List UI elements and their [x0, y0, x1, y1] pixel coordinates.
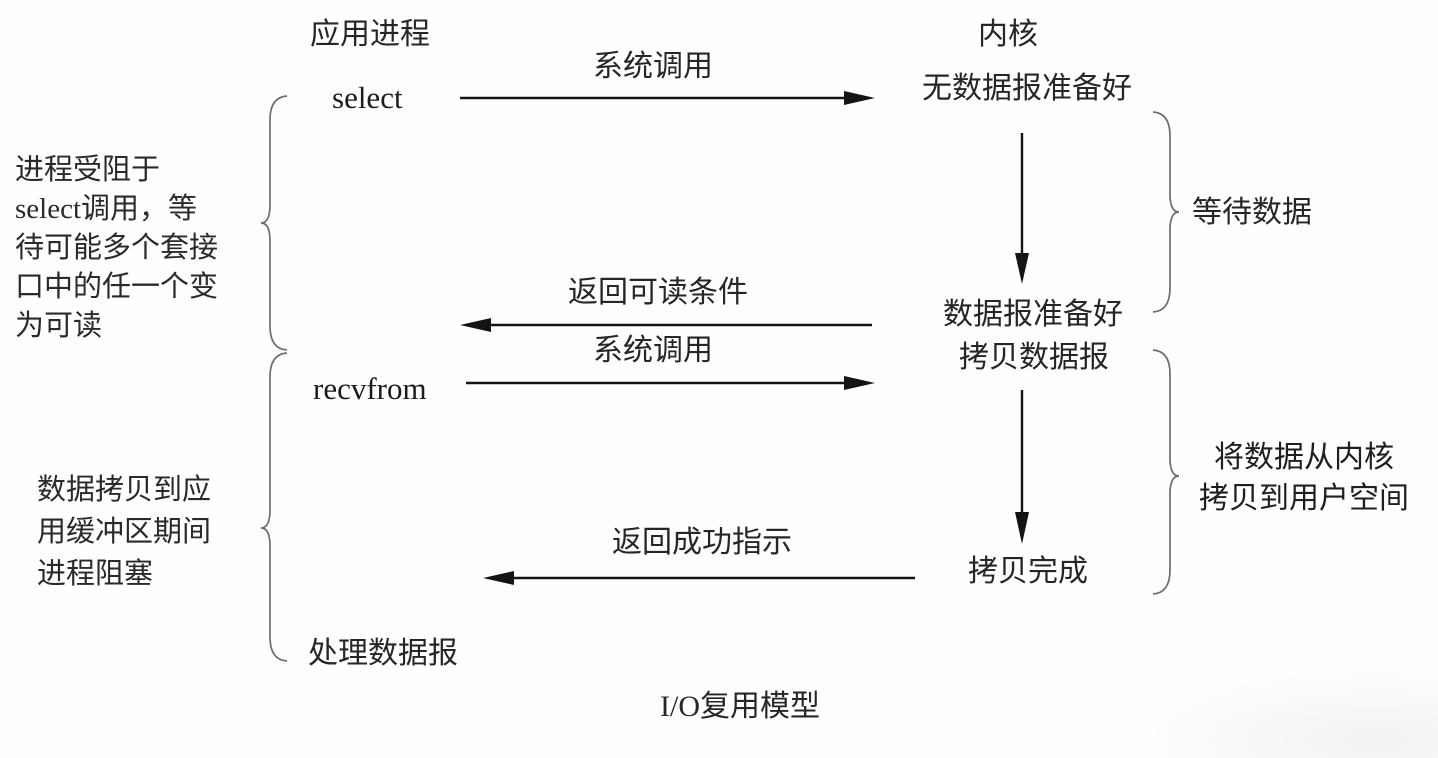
- select-blocking-note-line4: 口中的任一个变: [15, 271, 219, 303]
- copy-blocking-note-line2: 用缓冲区期间: [37, 516, 212, 548]
- copy-to-user-note-line1: 将数据从内核: [1214, 441, 1394, 474]
- copy-data-arrow: [1015, 390, 1029, 544]
- copy-to-user-brace: [1152, 349, 1180, 595]
- syscall-top-label: 系统调用: [593, 50, 713, 83]
- return-readable-arrow: [460, 318, 872, 332]
- copy-to-user-note-line2: 拷贝到用户空间: [1199, 482, 1409, 515]
- select-blocking-note-line5: 为可读: [15, 310, 103, 342]
- no-datagram-ready-label: 无数据报准备好: [922, 72, 1132, 105]
- copy-blocking-brace: [260, 352, 288, 662]
- syscall-bottom-label: 系统调用: [593, 334, 713, 367]
- application-process-header: 应用进程: [310, 18, 430, 51]
- copy-blocking-note: 数据拷贝到应 用缓冲区期间 进程阻塞: [37, 466, 211, 592]
- scan-artifact: [1138, 668, 1438, 758]
- return-success-label: 返回成功指示: [612, 526, 792, 559]
- select-blocking-note: 进程受阻于 select调用，等 待可能多个套接 口中的任一个变 为可读: [15, 146, 219, 342]
- return-success-arrow: [483, 571, 915, 585]
- kernel-header: 内核: [978, 18, 1038, 51]
- syscall-top-arrow: [460, 91, 875, 105]
- select-call-label: select: [332, 80, 403, 115]
- copy-complete-label: 拷贝完成: [968, 555, 1088, 588]
- diagram-title: I/O复用模型: [660, 690, 820, 723]
- return-readable-label: 返回可读条件: [568, 276, 748, 309]
- copy-blocking-note-line3: 进程阻塞: [37, 558, 154, 590]
- select-blocking-note-line3: 待可能多个套接: [15, 232, 219, 264]
- datagram-ready-label: 数据报准备好: [943, 298, 1123, 331]
- select-blocking-brace: [260, 95, 288, 351]
- copy-blocking-note-line1: 数据拷贝到应: [37, 474, 212, 506]
- select-blocking-note-line2: select调用，等: [15, 193, 198, 225]
- recvfrom-call-label: recvfrom: [313, 371, 427, 406]
- process-datagram-label: 处理数据报: [308, 637, 458, 670]
- syscall-bottom-arrow: [466, 376, 875, 390]
- wait-data-arrow: [1015, 133, 1029, 284]
- copy-datagram-label: 拷贝数据报: [959, 341, 1109, 374]
- copy-to-user-note: 将数据从内核 拷贝到用户空间: [1190, 432, 1418, 515]
- wait-data-label: 等待数据: [1192, 196, 1312, 229]
- wait-data-brace: [1152, 111, 1180, 313]
- select-blocking-note-line1: 进程受阻于: [15, 154, 161, 186]
